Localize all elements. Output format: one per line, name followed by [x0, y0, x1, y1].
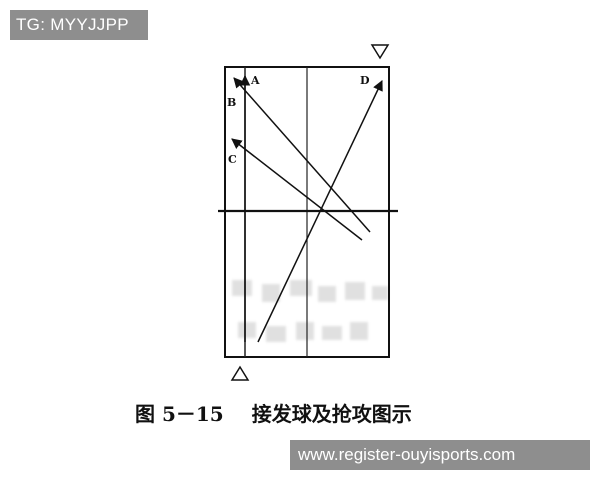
watermark-bottom: www.register-ouyisports.com: [290, 440, 590, 470]
trajectory-to-b: [233, 77, 371, 233]
figure-number: 图 5－15: [135, 402, 224, 426]
label-a: A: [250, 74, 260, 87]
trajectory-to-c: [231, 138, 363, 241]
label-d: D: [360, 74, 370, 87]
figure-title: 接发球及抢攻图示: [251, 402, 412, 426]
watermark-top: TG: MYYJJPP: [10, 10, 148, 40]
server-triangle-icon: [230, 365, 250, 381]
bleed-through-texture: [232, 280, 388, 342]
table-tennis-diagram: A B C D: [218, 44, 398, 381]
trajectory-serve-to-d: [257, 80, 383, 343]
label-c: C: [228, 153, 237, 166]
receiver-triangle-icon: [370, 44, 390, 60]
label-b: B: [227, 96, 236, 109]
figure-caption: 图 5－15 接发球及抢攻图示: [135, 398, 412, 427]
